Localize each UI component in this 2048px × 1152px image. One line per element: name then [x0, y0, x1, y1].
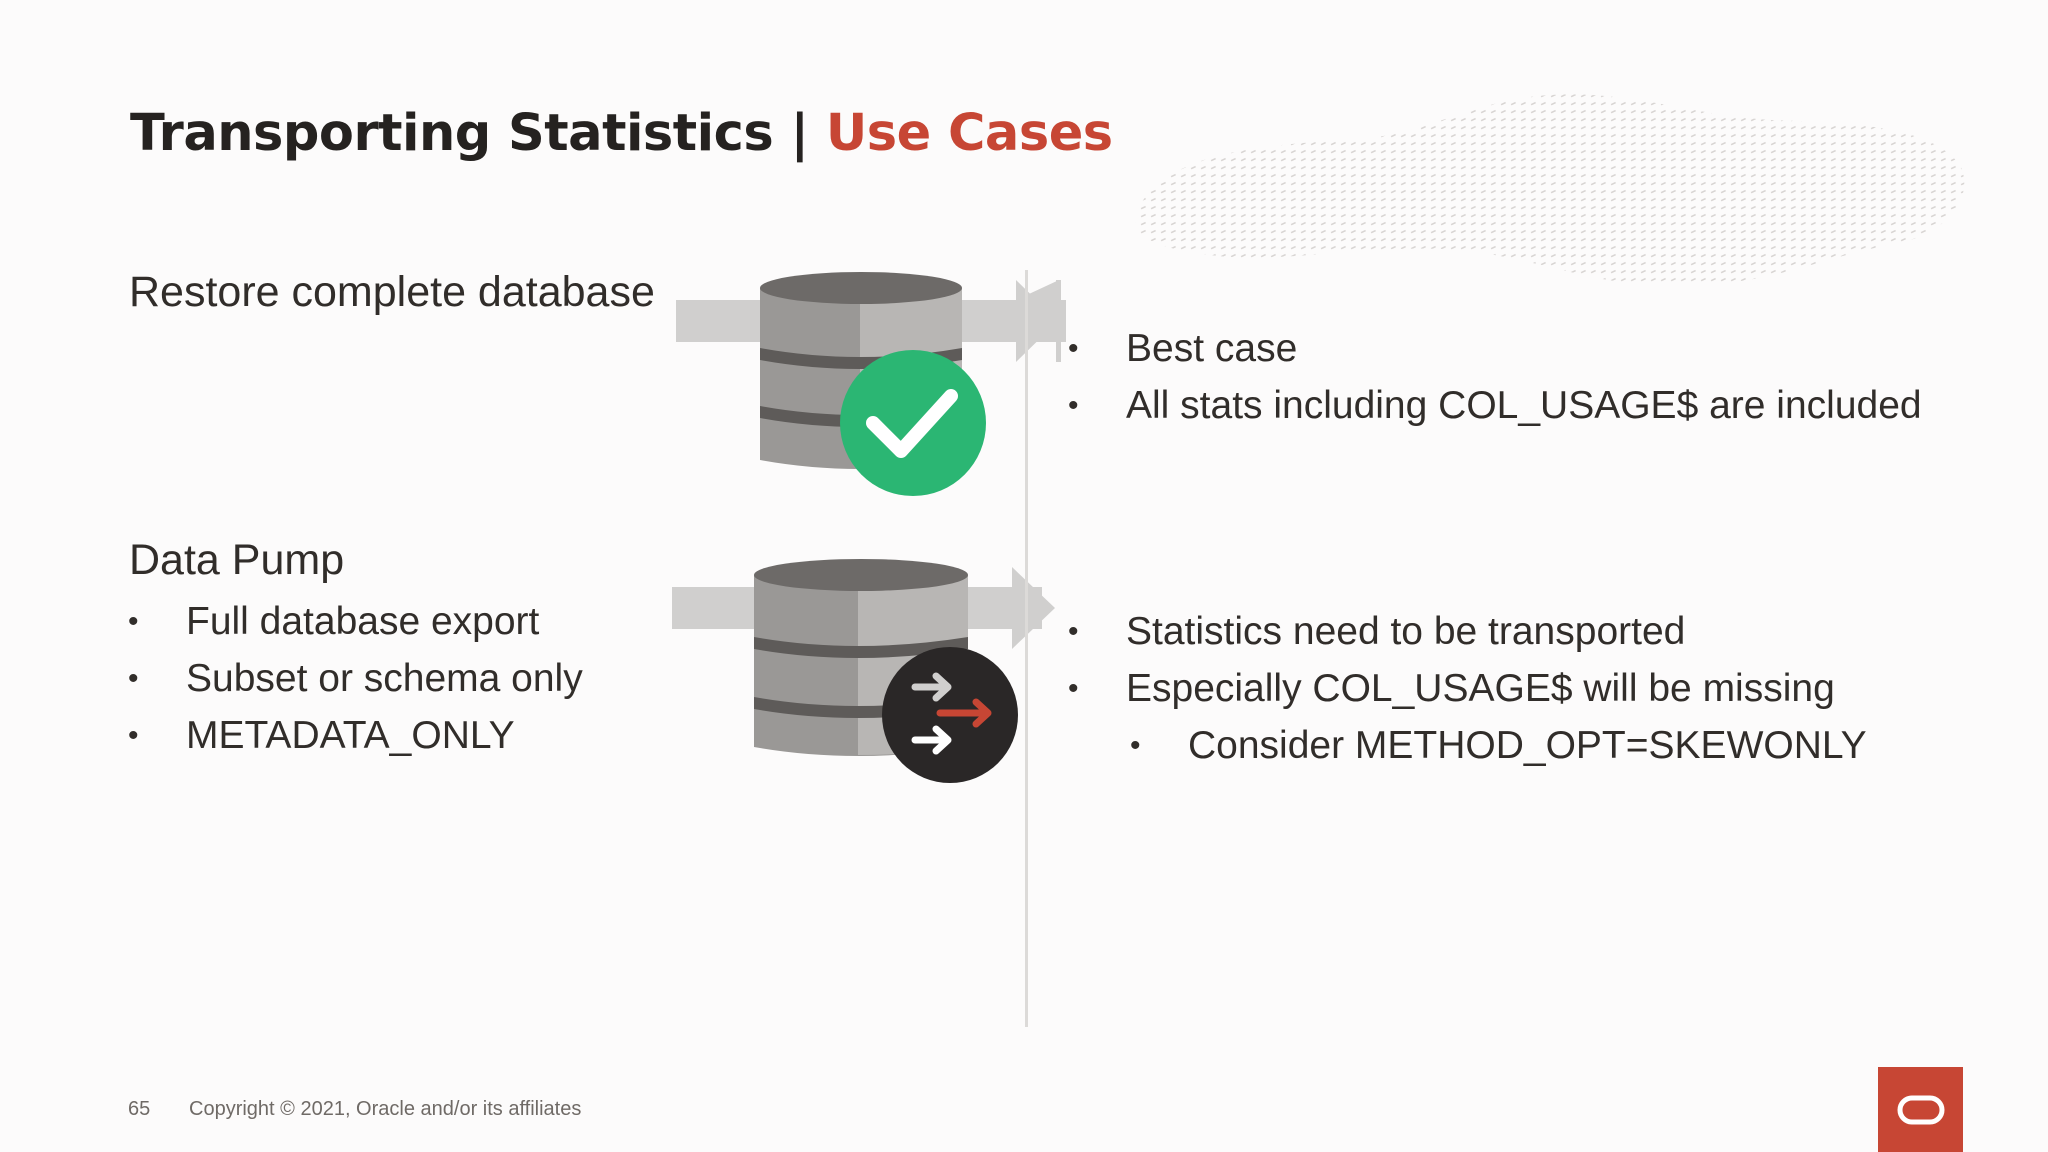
use-case-1-heading: Restore complete database [129, 268, 655, 316]
database-transfer-icon [672, 559, 1055, 783]
vertical-divider [1025, 270, 1028, 1027]
slide-title: Transporting Statistics | Use Cases [130, 104, 1113, 163]
bullet-icon: • [128, 662, 139, 695]
bullet-icon: • [1068, 672, 1079, 705]
copyright-text: Copyright © 2021, Oracle and/or its affi… [189, 1098, 582, 1120]
bullet-icon: • [128, 719, 139, 752]
bullet-icon: • [128, 605, 139, 638]
bullet-icon: • [1068, 615, 1079, 648]
bullet-icon: • [1068, 332, 1079, 365]
title-main: Transporting Statistics | [130, 104, 826, 163]
database-check-icon [676, 272, 1066, 496]
title-accent: Use Cases [825, 104, 1113, 163]
bullet-icon: • [1068, 389, 1079, 422]
decorative-pattern [1135, 94, 1965, 286]
bullet-icon: • [1130, 729, 1141, 762]
use-case-2-heading: Data Pump [129, 536, 345, 584]
oracle-logo-icon [1878, 1067, 1963, 1152]
page-number: 65 [128, 1098, 151, 1120]
